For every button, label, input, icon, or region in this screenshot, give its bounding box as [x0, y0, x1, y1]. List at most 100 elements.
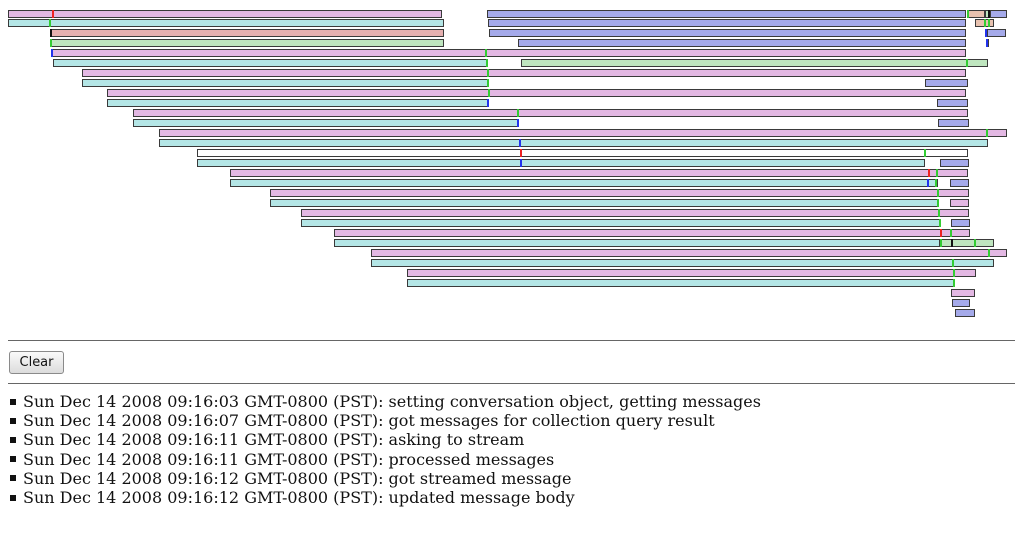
timeline-marker — [924, 149, 926, 157]
bullet-icon — [10, 398, 16, 405]
bullet-icon — [10, 494, 16, 501]
timeline-bar — [82, 79, 488, 87]
timeline-bar — [488, 19, 966, 27]
divider-top — [8, 340, 1015, 341]
timeline-bar — [950, 199, 969, 207]
timeline-marker — [487, 69, 489, 77]
timeline-marker — [937, 189, 939, 197]
bullet-icon — [10, 417, 16, 424]
timeline-marker — [927, 179, 929, 187]
log-entry: Sun Dec 14 2008 09:16:11 GMT-0800 (PST):… — [8, 450, 761, 469]
timeline-marker — [49, 19, 51, 27]
timeline-marker — [486, 59, 488, 67]
timeline-bar — [197, 159, 925, 167]
timeline-bar — [107, 99, 488, 107]
timeline-bar — [159, 129, 1007, 137]
timeline-bar — [371, 259, 994, 267]
timeline-bar — [270, 199, 938, 207]
timeline-marker — [988, 19, 990, 27]
event-timeline — [8, 10, 1007, 317]
timeline-marker — [519, 139, 521, 147]
log-entry-text: Sun Dec 14 2008 09:16:07 GMT-0800 (PST):… — [23, 411, 715, 431]
timeline-bar — [270, 189, 969, 197]
timeline-bar — [487, 10, 966, 18]
timeline-marker — [52, 10, 54, 18]
timeline-bar — [8, 10, 442, 18]
log-list: Sun Dec 14 2008 09:16:03 GMT-0800 (PST):… — [8, 392, 761, 507]
timeline-marker — [952, 259, 954, 267]
timeline-bar — [159, 139, 988, 147]
timeline-bar — [334, 229, 970, 237]
timeline-bar — [301, 209, 969, 217]
timeline-marker — [974, 239, 976, 247]
timeline-marker — [953, 279, 955, 287]
timeline-marker — [928, 169, 930, 177]
timeline-bar — [334, 239, 940, 247]
timeline-bar — [940, 159, 969, 167]
log-entry-text: Sun Dec 14 2008 09:16:11 GMT-0800 (PST):… — [23, 449, 555, 469]
timeline-bar — [987, 29, 1006, 37]
log-entry: Sun Dec 14 2008 09:16:12 GMT-0800 (PST):… — [8, 488, 761, 507]
timeline-marker — [938, 209, 940, 217]
timeline-bar — [230, 169, 968, 177]
timeline-marker — [988, 249, 990, 257]
bullet-icon — [10, 456, 16, 463]
timeline-marker — [520, 149, 522, 157]
timeline-marker — [940, 229, 942, 237]
timeline-marker — [986, 129, 988, 137]
timeline-marker — [487, 99, 489, 107]
timeline-bar — [937, 99, 968, 107]
timeline-bar — [82, 69, 966, 77]
timeline-bar — [950, 179, 969, 187]
bullet-icon — [10, 437, 16, 443]
timeline-marker — [966, 59, 968, 67]
timeline-bar — [197, 149, 968, 157]
timeline-marker — [939, 219, 941, 227]
timeline-marker — [984, 19, 986, 27]
timeline-marker — [937, 199, 939, 207]
timeline-marker — [520, 159, 522, 167]
log-entry: Sun Dec 14 2008 09:16:12 GMT-0800 (PST):… — [8, 469, 761, 488]
timeline-bar — [951, 289, 975, 297]
log-entry: Sun Dec 14 2008 09:16:07 GMT-0800 (PST):… — [8, 411, 761, 430]
timeline-marker — [940, 239, 942, 247]
log-entry: Sun Dec 14 2008 09:16:11 GMT-0800 (PST):… — [8, 430, 761, 449]
timeline-marker — [950, 229, 952, 237]
timeline-marker — [953, 269, 955, 277]
timeline-bar — [951, 219, 970, 227]
timeline-marker — [988, 10, 990, 18]
timeline-marker — [967, 10, 969, 18]
timeline-marker — [50, 29, 52, 37]
timeline-bar — [521, 59, 988, 67]
log-entry-text: Sun Dec 14 2008 09:16:12 GMT-0800 (PST):… — [23, 468, 572, 488]
timeline-bar — [133, 109, 968, 117]
timeline-bar — [407, 269, 976, 277]
timeline-marker — [951, 239, 953, 247]
timeline-bar — [938, 119, 969, 127]
timeline-bar — [301, 219, 940, 227]
log-entry-text: Sun Dec 14 2008 09:16:11 GMT-0800 (PST):… — [23, 430, 525, 450]
timeline-marker — [488, 89, 490, 97]
clear-button[interactable]: Clear — [9, 351, 64, 374]
timeline-marker — [485, 49, 487, 57]
timeline-bar — [133, 119, 518, 127]
timeline-bar — [518, 39, 966, 47]
timeline-marker — [985, 29, 987, 37]
timeline-bar — [925, 79, 968, 87]
timeline-bar — [8, 19, 444, 27]
bullet-icon — [10, 475, 16, 482]
log-entry-text: Sun Dec 14 2008 09:16:12 GMT-0800 (PST):… — [23, 488, 575, 508]
timeline-marker — [517, 109, 519, 117]
timeline-bar — [955, 309, 975, 317]
timeline-marker — [487, 79, 489, 87]
timeline-marker — [936, 169, 938, 177]
timeline-bar — [407, 279, 955, 287]
timeline-marker — [51, 49, 53, 57]
timeline-marker — [935, 179, 937, 187]
timeline-bar — [990, 10, 1007, 18]
timeline-marker — [986, 39, 988, 47]
timeline-bar — [230, 179, 938, 187]
timeline-bar — [53, 59, 487, 67]
timeline-marker — [517, 119, 519, 127]
divider-bottom — [8, 383, 1015, 384]
